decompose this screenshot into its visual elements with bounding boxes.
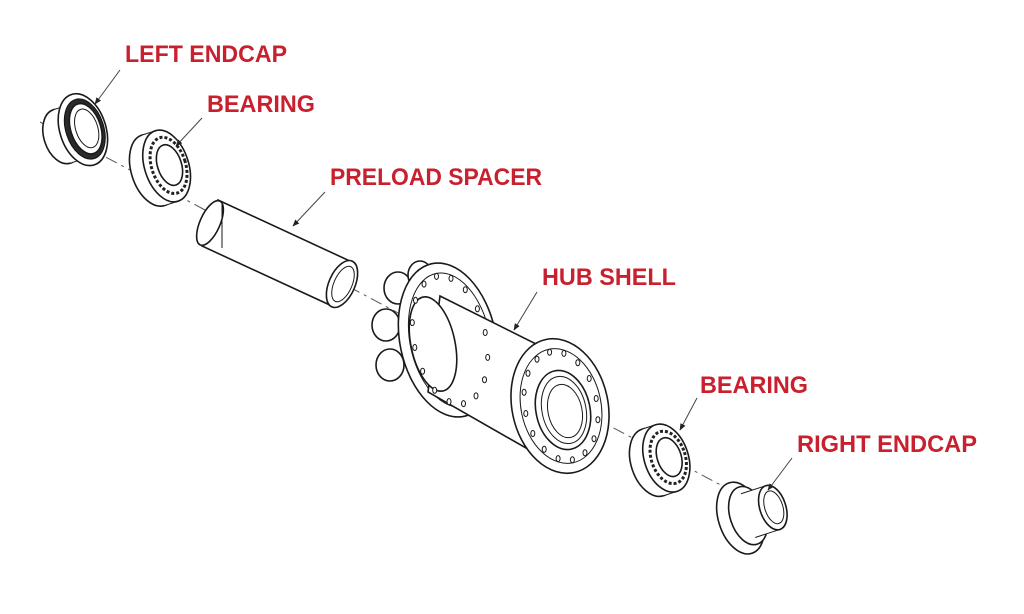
label-left-bearing: BEARING (207, 91, 315, 118)
spoke-hole (482, 376, 487, 384)
right-endcap-part (715, 481, 788, 555)
spoke-hole (521, 388, 527, 396)
label-preload-spacer: PRELOAD SPACER (330, 164, 542, 191)
spoke-hole (485, 353, 491, 361)
spoke-hole (530, 430, 536, 437)
spoke-hole (523, 410, 529, 417)
label-right-bearing: BEARING (700, 372, 808, 399)
spoke-hole (547, 348, 553, 356)
spoke-hole (482, 329, 488, 336)
spoke-hole (575, 359, 581, 367)
leader-left-bearing (175, 117, 203, 147)
label-hub-shell: HUB SHELL (542, 264, 676, 291)
spoke-hole (474, 305, 480, 313)
spoke-hole (569, 456, 575, 464)
spoke-hole (555, 455, 561, 463)
leader-right-endcap (767, 457, 793, 491)
spoke-hole (446, 398, 452, 406)
spoke-hole (413, 296, 418, 304)
leader-preload-spacer (292, 191, 326, 227)
spoke-hole (461, 400, 466, 408)
spoke-hole (534, 355, 540, 363)
spoke-hole (586, 375, 592, 382)
spoke-holes (409, 272, 601, 464)
spoke-hole (473, 392, 479, 400)
right-bearing-part (628, 423, 691, 498)
spoke-hole (561, 349, 567, 357)
spoke-hole (434, 272, 439, 280)
spoke-hole (591, 435, 597, 443)
spoke-hole (432, 386, 438, 394)
spoke-hole (582, 449, 588, 457)
spoke-hole (541, 445, 547, 453)
leader-hub-shell (513, 291, 538, 331)
spoke-hole (409, 319, 415, 327)
leader-right-bearing (679, 397, 698, 431)
left-bearing-part (128, 129, 192, 207)
spoke-hole (525, 369, 531, 377)
spoke-hole (448, 274, 454, 282)
spoke-hole (421, 280, 427, 288)
spoke-hole (420, 367, 426, 375)
leader-left-endcap (94, 69, 121, 105)
spoke-hole (462, 286, 468, 294)
spoke-hole (412, 344, 418, 351)
left-endcap-part (41, 92, 109, 167)
preload-spacer-part (195, 198, 359, 309)
spoke-hole (595, 416, 601, 424)
label-left-endcap: LEFT ENDCAP (125, 41, 287, 68)
hub-shell-part (371, 260, 610, 475)
label-right-endcap: RIGHT ENDCAP (797, 431, 977, 458)
spoke-hole (593, 395, 599, 402)
